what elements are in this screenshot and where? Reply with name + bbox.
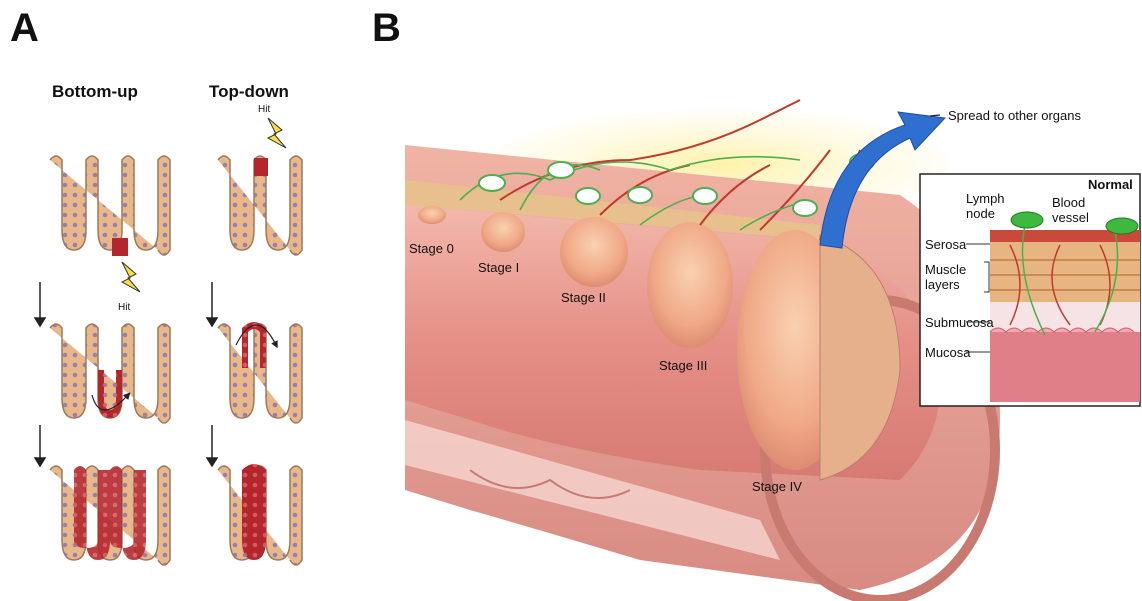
tumor-stage-0 (418, 206, 446, 224)
tumor-stage-i (481, 212, 525, 252)
top-down-crypt-row-3 (218, 464, 302, 565)
bottom-up-crypts-row-2 (50, 324, 170, 423)
blood-vessel-label: Blood vessel (1052, 195, 1102, 225)
lightning-bolt-icon (122, 262, 140, 292)
mucosa-label: Mucosa (925, 345, 971, 360)
lightning-bolt-icon (268, 118, 286, 148)
muscle-layers-label: Muscle layers (925, 262, 980, 292)
lymph-node-label: Lymph node (966, 191, 1016, 221)
stage-iii-label: Stage III (659, 358, 707, 373)
tumor-stage-iii (647, 222, 733, 348)
stage-0-label: Stage 0 (409, 241, 454, 256)
bottom-up-crypts-row-3 (50, 466, 170, 565)
stage-iv-label: Stage IV (752, 479, 802, 494)
stage-i-label: Stage I (478, 260, 519, 275)
stage-ii-label: Stage II (561, 290, 606, 305)
tumor-stage-ii (560, 217, 628, 287)
bottom-up-crypts-row-1 (50, 156, 170, 256)
top-down-crypt-row-1 (218, 156, 302, 255)
top-down-crypt-row-2 (218, 322, 302, 423)
serosa-label: Serosa (925, 237, 966, 252)
spread-label: Spread to other organs (948, 108, 1081, 123)
panel-b-letter: B (372, 8, 401, 48)
inset-title: Normal (1088, 177, 1133, 192)
submucosa-label: Submucosa (925, 315, 994, 330)
